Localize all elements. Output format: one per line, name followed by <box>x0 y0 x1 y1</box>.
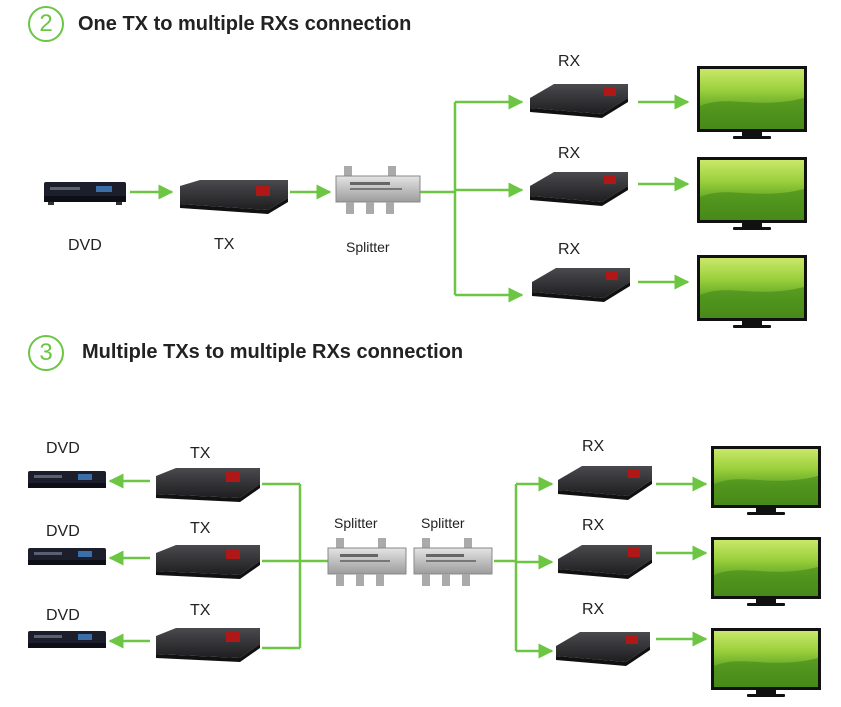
rx-extender-icon <box>558 545 652 579</box>
rx-label: RX <box>582 438 605 455</box>
dvd-label: DVD <box>68 237 102 254</box>
rx-extender-icon <box>532 268 630 302</box>
rx-extender-icon <box>530 172 628 206</box>
dvd-label: DVD <box>46 440 80 457</box>
splitter-icon <box>413 538 493 586</box>
tx-label: TX <box>190 445 211 462</box>
tv-icon <box>711 537 821 606</box>
section3-number-badge: 3 <box>28 335 64 371</box>
tv-icon <box>697 66 807 139</box>
section2-number-badge: 2 <box>28 6 64 42</box>
rx-label: RX <box>558 241 581 258</box>
rx-extender-icon <box>558 466 652 500</box>
tv-icon <box>697 157 807 230</box>
tv-icon <box>711 446 821 515</box>
splitter-icon <box>327 538 407 586</box>
rx-extender-icon <box>530 84 628 118</box>
dvd-label: DVD <box>46 607 80 624</box>
tx-label: TX <box>190 602 211 619</box>
dvd-player-icon <box>28 631 106 648</box>
splitter-label: Splitter <box>346 239 390 255</box>
rx-label: RX <box>582 601 605 618</box>
splitter-label: Splitter <box>421 515 465 531</box>
dvd-player-icon <box>44 182 126 205</box>
tx-label: TX <box>214 236 235 253</box>
tx-extender-icon <box>156 468 260 502</box>
rx-label: RX <box>558 53 581 70</box>
section2-connectors <box>130 94 690 303</box>
rx-extender-icon <box>556 632 650 666</box>
section2-title: One TX to multiple RXs connection <box>78 13 412 35</box>
dvd-player-icon <box>28 548 106 565</box>
rx-label: RX <box>582 517 605 534</box>
tx-label: TX <box>190 520 211 537</box>
dvd-player-icon <box>28 471 106 488</box>
tv-icon <box>711 628 821 697</box>
tx-extender-icon <box>156 545 260 579</box>
tv-icon <box>697 255 807 328</box>
tx-extender-icon <box>180 180 288 214</box>
splitter-icon <box>335 166 421 214</box>
section3-title: Multiple TXs to multiple RXs connection <box>82 341 464 363</box>
splitter-label: Splitter <box>334 515 378 531</box>
rx-label: RX <box>558 145 581 162</box>
dvd-label: DVD <box>46 523 80 540</box>
section3-connectors <box>108 473 708 659</box>
tx-extender-icon <box>156 628 260 662</box>
